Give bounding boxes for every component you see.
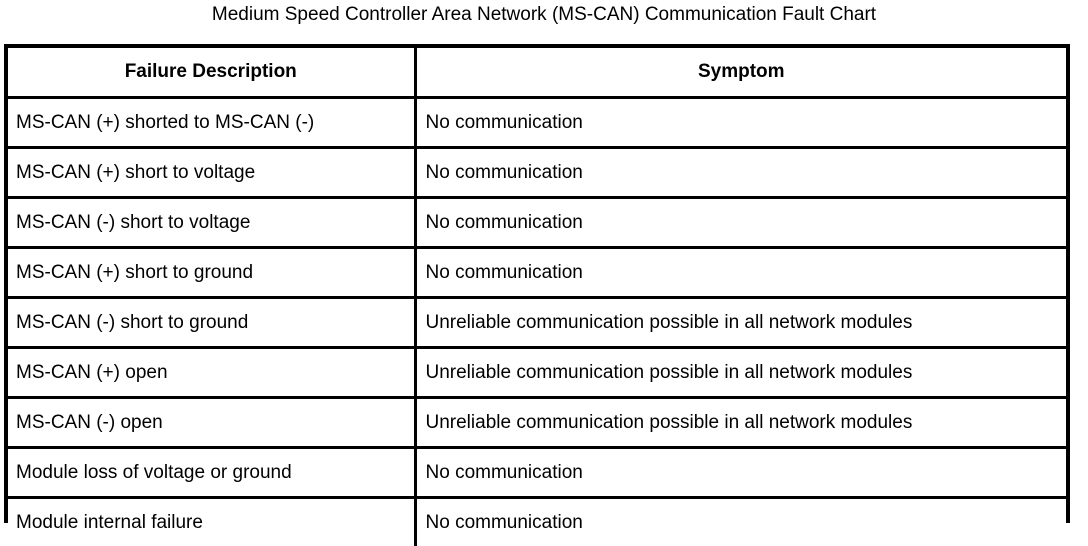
table-header-row: Failure Description Symptom — [8, 48, 1066, 98]
page-title: Medium Speed Controller Area Network (MS… — [0, 2, 1088, 28]
cell-symptom: Unreliable communication possible in all… — [415, 298, 1066, 348]
cell-symptom: Unreliable communication possible in all… — [415, 348, 1066, 398]
cell-failure-description: MS-CAN (+) short to voltage — [8, 148, 415, 198]
table-header: Failure Description Symptom — [8, 48, 1066, 98]
cell-failure-description: MS-CAN (+) open — [8, 348, 415, 398]
cell-failure-description: MS-CAN (+) shorted to MS-CAN (-) — [8, 98, 415, 148]
cell-failure-description: MS-CAN (-) open — [8, 398, 415, 448]
cell-symptom: No communication — [415, 448, 1066, 498]
column-header-failure-description: Failure Description — [8, 48, 415, 98]
table-row: MS-CAN (-) short to ground Unreliable co… — [8, 298, 1066, 348]
cell-failure-description: MS-CAN (-) short to voltage — [8, 198, 415, 248]
table-row: MS-CAN (-) short to voltage No communica… — [8, 198, 1066, 248]
table-row: MS-CAN (+) shorted to MS-CAN (-) No comm… — [8, 98, 1066, 148]
fault-chart-page: Medium Speed Controller Area Network (MS… — [0, 0, 1088, 530]
cell-symptom: Unreliable communication possible in all… — [415, 398, 1066, 448]
cell-symptom: No communication — [415, 198, 1066, 248]
cell-failure-description: Module loss of voltage or ground — [8, 448, 415, 498]
fault-table: Failure Description Symptom MS-CAN (+) s… — [8, 48, 1066, 546]
cell-symptom: No communication — [415, 148, 1066, 198]
cell-symptom: No communication — [415, 498, 1066, 546]
table-row: MS-CAN (-) open Unreliable communication… — [8, 398, 1066, 448]
table-row: Module loss of voltage or ground No comm… — [8, 448, 1066, 498]
table-row: Module internal failure No communication — [8, 498, 1066, 546]
cell-failure-description: MS-CAN (+) short to ground — [8, 248, 415, 298]
fault-table-container: Failure Description Symptom MS-CAN (+) s… — [4, 44, 1070, 523]
table-row: MS-CAN (+) short to ground No communicat… — [8, 248, 1066, 298]
table-row: MS-CAN (+) open Unreliable communication… — [8, 348, 1066, 398]
cell-failure-description: MS-CAN (-) short to ground — [8, 298, 415, 348]
table-row: MS-CAN (+) short to voltage No communica… — [8, 148, 1066, 198]
cell-symptom: No communication — [415, 248, 1066, 298]
cell-failure-description: Module internal failure — [8, 498, 415, 546]
table-body: MS-CAN (+) shorted to MS-CAN (-) No comm… — [8, 98, 1066, 546]
cell-symptom: No communication — [415, 98, 1066, 148]
column-header-symptom: Symptom — [415, 48, 1066, 98]
